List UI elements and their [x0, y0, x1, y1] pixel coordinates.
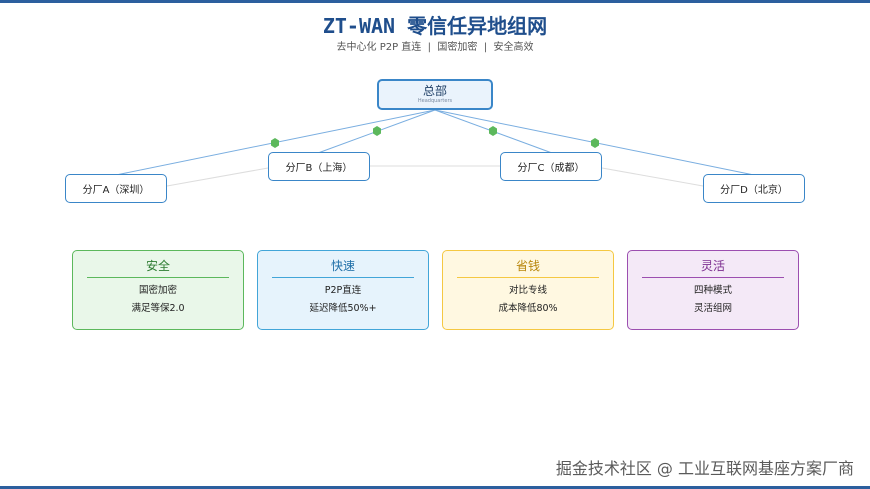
watermark-text: 掘金技术社区 @ 工业互联网基座方案厂商 [555, 459, 854, 478]
hq-node: 总部 Headquarters [377, 79, 493, 110]
feature-card-line: 四种模式 [693, 285, 732, 296]
link-marker-a-icon [271, 138, 279, 148]
branch-node-label: 分厂B（上海） [285, 163, 353, 174]
page-title: ZT-WAN 零信任异地组网 [322, 14, 548, 38]
branch-node-label: 分厂C（成都） [517, 163, 585, 174]
mesh-link-a-b [166, 167, 269, 187]
feature-card-line: 国密加密 [138, 285, 177, 296]
feature-card-security: 安全 国密加密 满足等保2.0 [72, 250, 244, 330]
branch-node-d: 分厂D（北京） [703, 174, 805, 203]
branch-node-c: 分厂C（成都） [500, 152, 602, 181]
feature-card-flexible: 灵活 四种模式 灵活组网 [627, 250, 799, 330]
feature-card-save: 省钱 对比专线 成本降低80% [442, 250, 614, 330]
branch-node-b: 分厂B（上海） [268, 152, 370, 181]
feature-card-line: 满足等保2.0 [131, 303, 185, 314]
page-subtitle: 去中心化 P2P 直连 | 国密加密 | 安全高效 [336, 42, 534, 53]
feature-card-line: 延迟降低50%+ [309, 303, 377, 314]
feature-card-line: 对比专线 [508, 285, 547, 296]
hq-node-label: 总部 [422, 84, 447, 98]
feature-card-line: P2P直连 [324, 285, 362, 296]
branch-node-label: 分厂D（北京） [720, 185, 788, 196]
top-accent-bar [0, 0, 870, 3]
branch-node-label: 分厂A（深圳） [82, 185, 150, 196]
feature-card-fast: 快速 P2P直连 延迟降低50%+ [257, 250, 429, 330]
feature-card-title: 灵活 [642, 257, 784, 278]
feature-card-line: 成本降低80% [498, 303, 558, 314]
mesh-link-c-d [601, 167, 704, 187]
feature-card-title: 快速 [272, 257, 414, 278]
feature-card-title: 省钱 [457, 257, 599, 278]
feature-card-line: 灵活组网 [693, 303, 732, 314]
bottom-accent-bar [0, 486, 870, 489]
feature-card-title: 安全 [87, 257, 229, 278]
hq-node-sublabel: Headquarters [417, 98, 453, 104]
link-marker-c-icon [489, 126, 497, 136]
branch-node-a: 分厂A（深圳） [65, 174, 167, 203]
link-marker-d-icon [591, 138, 599, 148]
link-marker-b-icon [373, 126, 381, 136]
